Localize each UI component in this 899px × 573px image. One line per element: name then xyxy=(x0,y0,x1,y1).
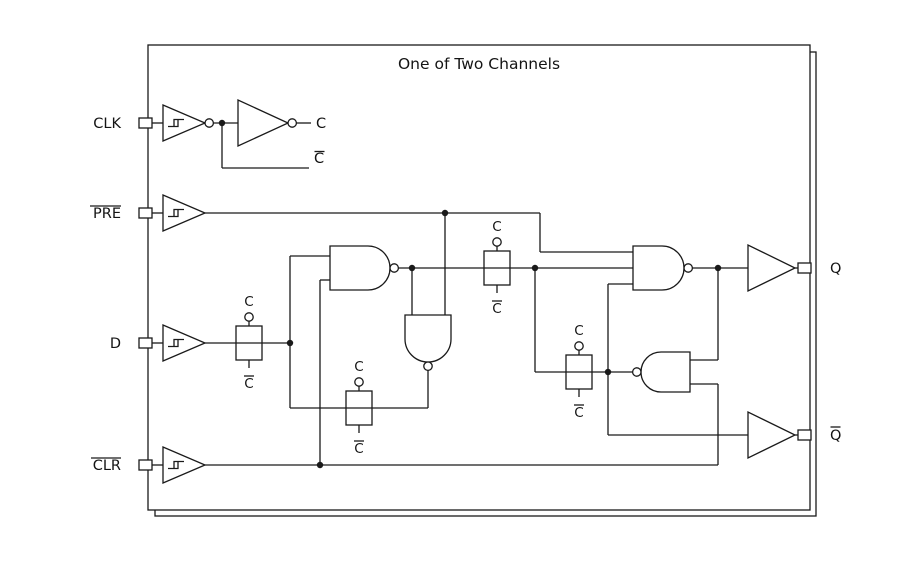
clk-second-inverter xyxy=(237,98,290,148)
slave-qbar-nand-gate xyxy=(640,351,691,393)
gate-bubble xyxy=(354,377,364,387)
junction-dot xyxy=(441,209,449,217)
transmission-gate-master-to-slave: C C xyxy=(483,219,511,317)
tg-bottom-label: C xyxy=(492,301,501,317)
diagram-title: One of Two Channels xyxy=(398,55,560,73)
tg-top-label: C xyxy=(492,219,501,235)
tg-top-label: C xyxy=(354,359,363,375)
tg-top-label: C xyxy=(244,294,253,310)
clk-schmitt-inverter xyxy=(162,104,207,142)
inverter-bubble xyxy=(683,263,694,273)
q-output-buffer xyxy=(747,243,797,293)
q-pin xyxy=(797,262,812,274)
clr-schmitt-buffer xyxy=(162,446,207,484)
clk-label: CLK xyxy=(93,116,121,132)
d-label: D xyxy=(110,336,121,352)
q-label: Q xyxy=(830,261,841,277)
pre-pin xyxy=(138,207,153,219)
master-feedback-nand-gate xyxy=(404,314,452,363)
qbar-output-buffer xyxy=(747,410,797,460)
junction-dot xyxy=(714,264,722,272)
inverter-bubble xyxy=(204,118,215,128)
qbar-pin xyxy=(797,429,812,441)
gate-bubble xyxy=(574,341,584,351)
pre-input-stage xyxy=(162,194,207,232)
tg-top-label: C xyxy=(574,323,583,339)
transmission-gate-slave-feedback: C C xyxy=(565,323,593,421)
junction-dots xyxy=(218,119,722,469)
d-input-stage xyxy=(162,324,207,362)
slave-q-nand-gate xyxy=(632,245,685,291)
junction-dot xyxy=(604,368,612,376)
master-input-nand-gate xyxy=(329,245,391,291)
tg-bottom-label: C xyxy=(244,376,253,392)
pre-label: PRE xyxy=(93,206,121,222)
clr-label: CLR xyxy=(93,458,121,474)
tg-bottom-label: C xyxy=(354,441,363,457)
d-pin xyxy=(138,337,153,349)
inverter-bubble xyxy=(631,367,642,377)
transmission-gate-master-feedback: C C xyxy=(345,359,373,457)
junction-dot xyxy=(316,461,324,469)
cbar-net-label: C xyxy=(314,151,324,167)
clk-pin xyxy=(138,117,153,129)
hysteresis-icon xyxy=(168,460,184,470)
junction-dot xyxy=(286,339,294,347)
gate-bubble xyxy=(492,237,502,247)
hysteresis-icon xyxy=(168,118,184,128)
clk-input-stage xyxy=(162,98,298,148)
hysteresis-icon xyxy=(168,208,184,218)
c-net-label: C xyxy=(316,116,326,132)
inverter-bubble xyxy=(287,118,298,128)
inverter-bubble xyxy=(389,263,400,273)
junction-dot xyxy=(408,264,416,272)
transmission-gate-d-input: C C xyxy=(235,294,263,392)
tg-bottom-label: C xyxy=(574,405,583,421)
clr-pin xyxy=(138,459,153,471)
clr-input-stage xyxy=(162,446,207,484)
qbar-label: Q xyxy=(830,428,841,444)
junction-dot xyxy=(218,119,226,127)
d-schmitt-buffer xyxy=(162,324,207,362)
gate-bubble xyxy=(244,312,254,322)
inverter-bubble xyxy=(423,361,433,372)
wires xyxy=(152,122,798,466)
pre-schmitt-buffer xyxy=(162,194,207,232)
junction-dot xyxy=(531,264,539,272)
hysteresis-icon xyxy=(168,338,184,348)
